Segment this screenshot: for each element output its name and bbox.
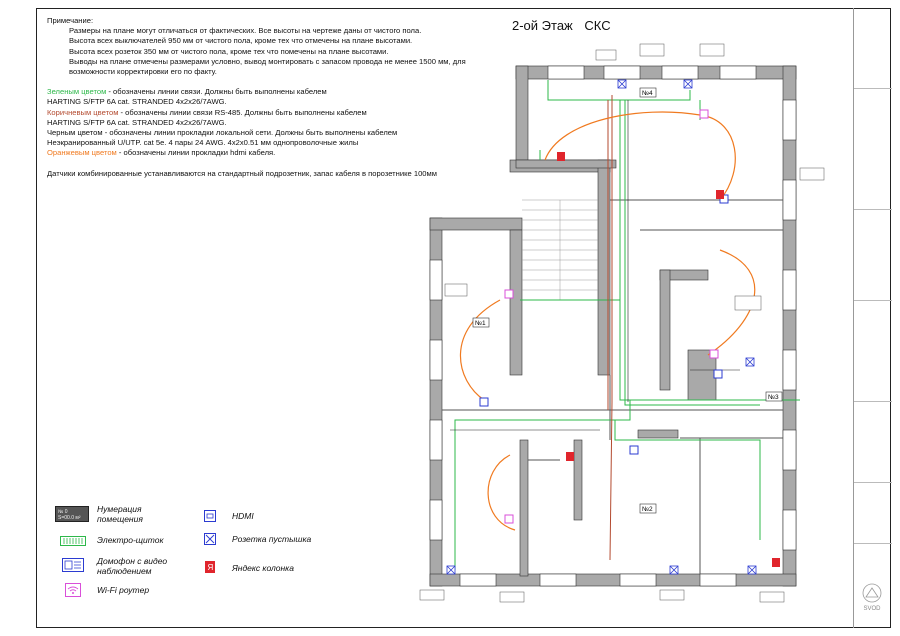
logo-text: SVOD xyxy=(863,606,881,612)
blank-socket-icon xyxy=(204,533,216,545)
room-tag-1: №1 xyxy=(475,320,486,327)
drawing-frame xyxy=(36,8,891,628)
hdmi-icon xyxy=(204,510,216,522)
windows xyxy=(429,65,797,587)
floor-title: 2-ой Этаж xyxy=(512,18,573,33)
wifi-routers xyxy=(504,109,719,524)
blank-sockets xyxy=(446,79,757,575)
room-tag-area: S=00.0 м² xyxy=(58,515,81,521)
legend-wifi: Wi-Fi роутер xyxy=(97,585,150,595)
room-tag-4: №4 xyxy=(642,90,653,97)
note-line: Высота всех розеток 350 мм от чистого по… xyxy=(69,46,389,56)
green-note: Зеленым цветом - обозначены линии связи.… xyxy=(47,87,467,97)
yandex-speakers xyxy=(557,152,780,567)
legend-panel: Электро-щиток xyxy=(97,535,164,545)
green-cable: HARTING S/FTP 6A cat. STRANDED 4x2x26/7A… xyxy=(47,97,227,107)
green-lines xyxy=(454,80,800,570)
orange-note: Оранжевым цветом - обозначены линии прок… xyxy=(47,148,467,158)
stairs xyxy=(522,199,598,300)
legend-hdmi: HDMI xyxy=(232,511,254,521)
legend-yandex: Яндекс колонка xyxy=(232,563,294,573)
green-text: - обозначены линии связи. Должны быть вы… xyxy=(106,87,327,97)
intercom-icon xyxy=(62,558,84,572)
sensors-note: Датчики комбинированные устанавливаются … xyxy=(47,168,437,178)
orange-label: Оранжевым цветом xyxy=(47,148,117,158)
yandex-icon: Я xyxy=(205,561,215,573)
svg-text:Я: Я xyxy=(208,563,214,572)
room-tag-legend-icon: № 0 S=00.0 м² xyxy=(55,506,89,522)
brown-text: - обозначены линии связи RS-485. Должны … xyxy=(118,107,367,117)
system-title: СКС xyxy=(584,18,611,33)
brown-lines xyxy=(607,95,613,561)
notes-block: Примечание: Размеры на плане могут отлич… xyxy=(47,16,467,179)
black-note-1: Черным цветом - обозначены линии проклад… xyxy=(47,128,398,138)
green-label: Зеленым цветом xyxy=(47,87,107,97)
legend-intercom: Домофон с видео наблюдением xyxy=(97,556,168,576)
legend-room-numbering: Нумерация помещения xyxy=(97,504,143,524)
brown-note: Коричневым цветом - обозначены линии свя… xyxy=(47,108,467,118)
legend-blank-socket: Розетка пустышка xyxy=(232,534,312,544)
logo-mark-icon xyxy=(862,583,882,603)
brown-label: Коричневым цветом xyxy=(47,107,119,117)
company-logo: SVOD xyxy=(857,582,887,612)
room-tag-3: №3 xyxy=(768,394,779,401)
room-tags: №4 №1 №2 №3 xyxy=(472,87,783,514)
room-tag-number: № 0 xyxy=(58,509,68,515)
callouts xyxy=(419,43,825,603)
note-line: Размеры на плане могут отличаться от фак… xyxy=(69,26,422,36)
notes-heading: Примечание: xyxy=(47,16,94,25)
note-line: Высота всех выключателей 950 мм от чисто… xyxy=(69,36,413,46)
orange-text: - обозначены линии прокладки hdmi кабеля… xyxy=(116,148,276,158)
plan-title: 2-ой Этаж СКС xyxy=(512,18,619,33)
partitions xyxy=(442,199,783,574)
black-note-2: Неэкранированный U/UTP. cat 5e. 4 пары 2… xyxy=(47,138,359,148)
note-line: Выводы на плане отмечены размерами услов… xyxy=(69,56,466,77)
wifi-icon xyxy=(65,583,81,597)
room-tag-2: №2 xyxy=(642,506,653,513)
title-strip xyxy=(853,8,892,628)
panel-icon xyxy=(60,536,86,546)
brown-cable: HARTING S/FTP 6A cat. STRANDED 4x2x26/7A… xyxy=(47,117,227,127)
